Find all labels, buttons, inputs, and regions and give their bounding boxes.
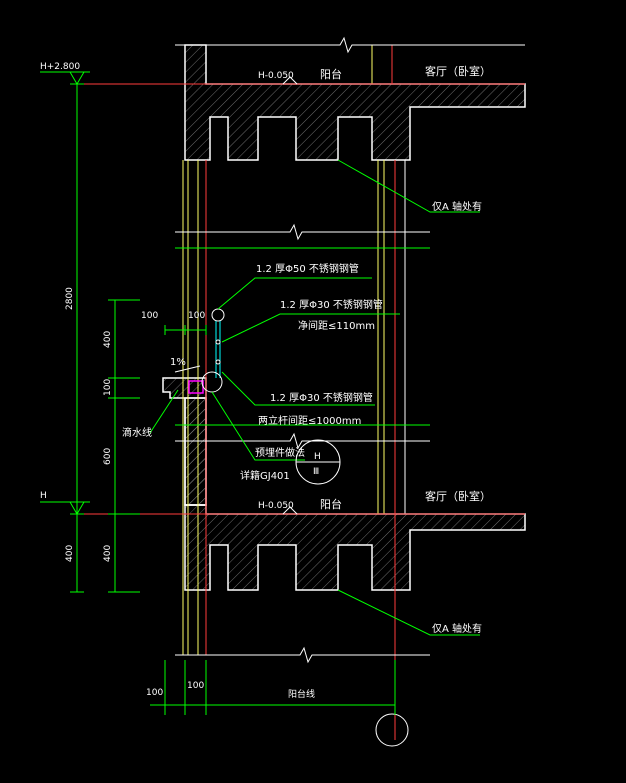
dim-100-top-right: 100 <box>188 311 205 321</box>
detail-ref-label: 详籍GJ401 <box>240 469 290 482</box>
pipe3-note: 两立杆间距≤1000mm <box>258 414 361 427</box>
top-slab <box>184 44 526 161</box>
elevation-top-label: H+2.800 <box>40 62 80 72</box>
leaders <box>149 159 480 747</box>
dim-100-bottom-left: 100 <box>146 688 163 698</box>
balcony-bottom-label: 阳台 <box>320 497 342 511</box>
balcony-bottom-level: H-0.050 <box>258 501 294 511</box>
railing <box>188 308 225 394</box>
drip-line-label: 滴水线 <box>122 426 152 439</box>
dim-100-bottom-right: 100 <box>187 681 204 691</box>
dim-total-height: 2800 <box>65 287 75 310</box>
balcony-top-label: 阳台 <box>320 67 342 81</box>
dim-400-c: 400 <box>65 545 75 562</box>
wall-lines <box>182 45 406 740</box>
note-bottom: 仅A 轴处有 <box>432 622 482 635</box>
dim-400-a: 400 <box>103 331 113 348</box>
detail-bubble-top: H <box>314 452 321 462</box>
slope-label: 1% <box>170 357 186 368</box>
note-top: 仅A 轴处有 <box>432 200 482 213</box>
dim-600: 600 <box>103 448 113 465</box>
level-lines <box>75 83 525 515</box>
dimension-lines <box>70 83 396 715</box>
elevation-markers <box>40 71 298 515</box>
room-top-label: 客厅（卧室） <box>425 64 491 78</box>
detail-bubble-bottom: Ⅲ <box>313 467 319 477</box>
pipe2-note: 净间距≤110mm <box>298 319 375 332</box>
embed-label: 预埋件做法 <box>255 446 305 459</box>
dim-100-a: 100 <box>103 379 113 396</box>
pipe3-label: 1.2 厚Φ30 不锈钢钢管 <box>270 391 373 404</box>
dim-100-top-left: 100 <box>141 311 158 321</box>
balcony-top-level: H-0.050 <box>258 71 294 81</box>
elevation-bottom-label: H <box>40 491 47 501</box>
axis-label: 阳台线 <box>288 688 315 700</box>
bottom-slab <box>184 504 526 591</box>
room-bottom-label: 客厅（卧室） <box>425 489 491 503</box>
pipe2-label: 1.2 厚Φ30 不锈钢钢管 <box>280 298 383 311</box>
dim-400-b: 400 <box>103 545 113 562</box>
pipe1-label: 1.2 厚Φ50 不锈钢钢管 <box>256 262 359 275</box>
